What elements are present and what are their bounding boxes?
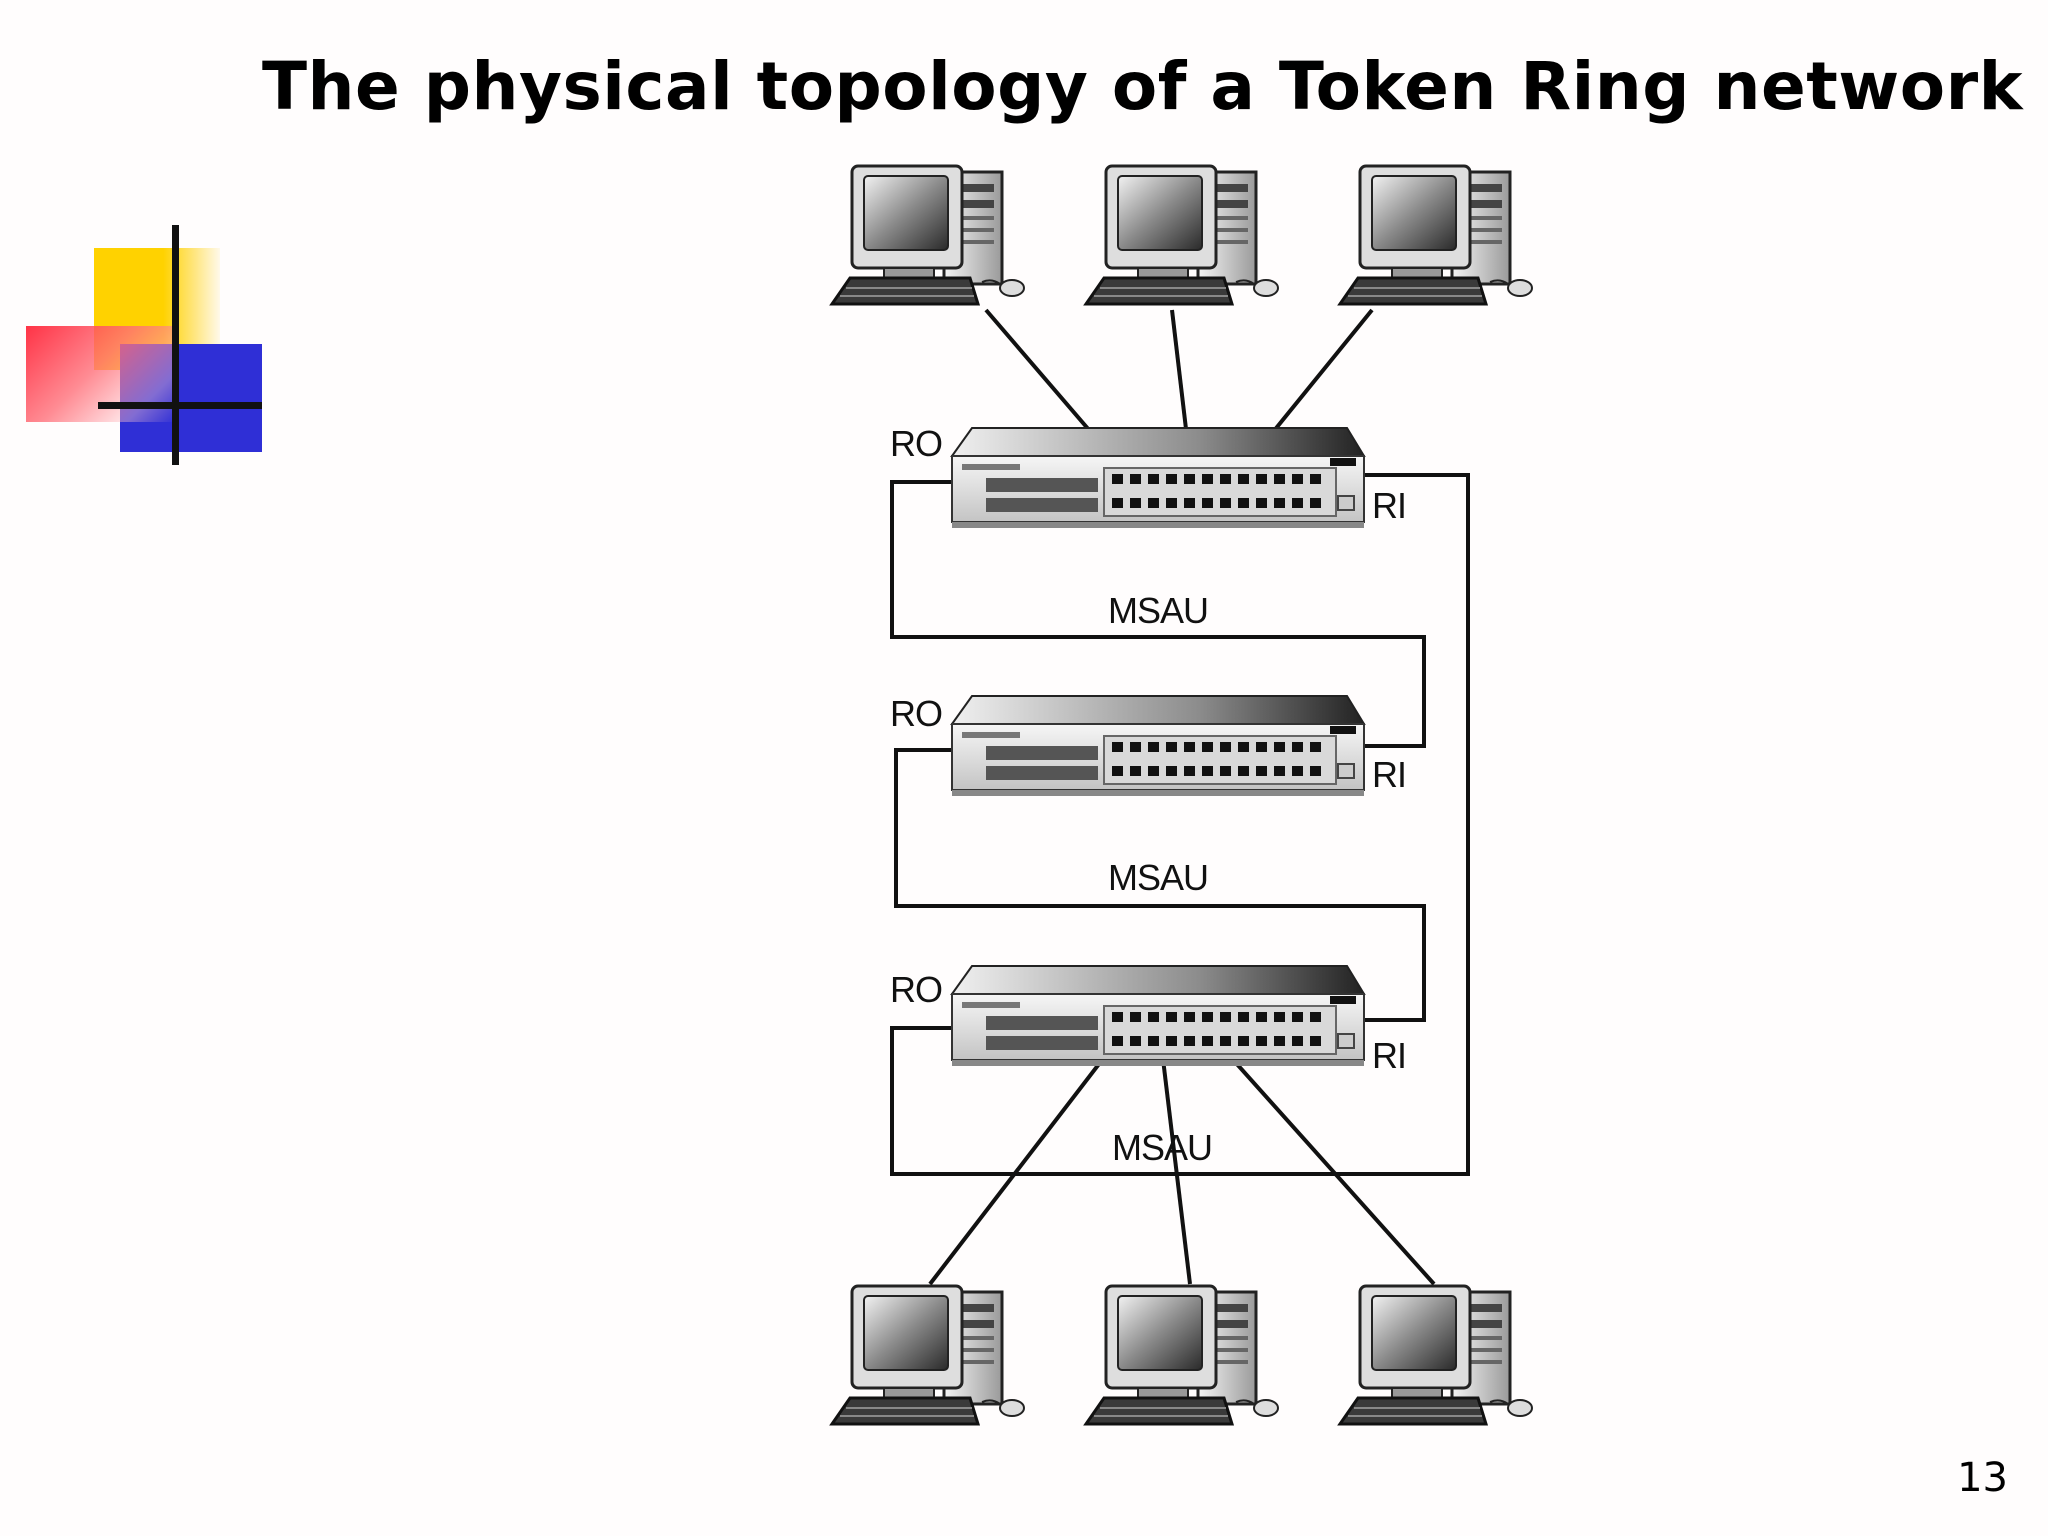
ring-out-label: RO — [890, 423, 942, 464]
workstation-icon — [1338, 164, 1534, 306]
cable-pc4 — [928, 1032, 1124, 1286]
logo-horizontal-bar — [98, 402, 262, 409]
msau-hub-icon — [951, 427, 1365, 529]
slide-logo — [20, 220, 262, 470]
logo-vertical-bar — [172, 225, 179, 465]
msau-label: MSAU — [1108, 590, 1208, 631]
msau-hub-icon — [951, 965, 1365, 1067]
msau-label: MSAU — [1112, 1127, 1212, 1168]
workstation-icon — [830, 164, 1026, 306]
workstation-icon — [1084, 1284, 1280, 1426]
ring-out-label: RO — [890, 969, 942, 1010]
ring-cable-hub3-return — [890, 473, 1470, 1176]
msau-label: MSAU — [1108, 857, 1208, 898]
workstation-icon — [1338, 1284, 1534, 1426]
ring-cabling — [890, 473, 1470, 1176]
msau-hub-icon — [951, 695, 1365, 797]
ring-in-label: RI — [1372, 1035, 1406, 1076]
ring-in-label: RI — [1372, 485, 1406, 526]
cable-pc6 — [1208, 1032, 1436, 1286]
workstation-icon — [830, 1284, 1026, 1426]
cable-pc5 — [1158, 1033, 1192, 1285]
ring-in-label: RI — [1372, 754, 1406, 795]
ring-cable-hub2-ro — [894, 748, 1426, 1022]
page-number: 13 — [1957, 1455, 2008, 1501]
workstation-icon — [1084, 164, 1280, 306]
ring-cable-hub1-ro — [890, 480, 1426, 748]
slide-title: The physical topology of a Token Ring ne… — [262, 48, 2024, 125]
ring-out-label: RO — [890, 693, 942, 734]
